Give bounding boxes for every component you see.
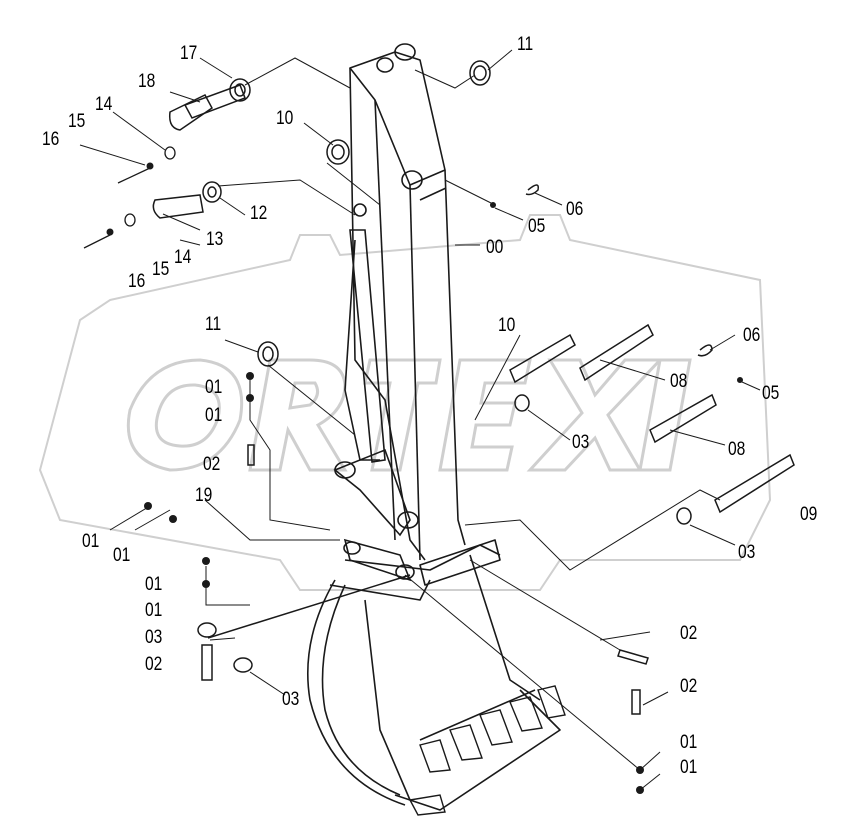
callout-01: 01 [205,405,223,426]
callout-16: 16 [42,129,60,150]
leader-lines [79,49,761,791]
callout-02: 02 [680,623,698,644]
callout-19: 19 [195,485,213,506]
callout-10: 11 [205,314,222,335]
bucket-cylinder [344,229,386,463]
callout-01: 01 [82,531,100,552]
link-assembly [333,448,419,582]
bucket-body [307,539,561,811]
boom-arm [349,43,466,561]
callout-07: 08 [728,439,746,460]
callout-18: 18 [138,71,156,92]
callout-09: 10 [498,315,516,336]
callout-03: 03 [282,689,300,710]
callout-02: 02 [145,654,163,675]
callout-00: 00 [486,237,504,258]
callout-03: 03 [572,432,590,453]
callout-17: 17 [180,43,198,64]
callout-11: 11 [517,34,534,55]
callout-01: 01 [145,574,163,595]
callout-03: 03 [738,542,756,563]
callout-10: 10 [276,108,294,129]
callout-08: 09 [800,504,818,525]
callout-01: 01 [680,732,698,753]
callout-16: 16 [128,271,146,292]
callout-01: 01 [680,757,698,778]
callout-01: 01 [205,377,223,398]
callout-02: 02 [680,676,698,697]
callout-01: 01 [113,545,131,566]
callout-03: 03 [145,627,163,648]
callout-01: 01 [145,600,163,621]
callout-02: 02 [203,454,221,475]
callout-05: 05 [528,216,546,237]
callout-14: 14 [95,94,113,115]
callout-14: 14 [174,247,192,268]
bucket-teeth [408,685,566,816]
callout-15: 15 [152,259,170,280]
washers-and-bolts [83,146,176,249]
watermark-gear [38,214,772,591]
callout-13: 13 [206,229,224,250]
callout-06: 06 [743,325,761,346]
callout-15: 15 [68,111,86,132]
watermark-lettering [126,358,692,472]
callout-06: 06 [566,199,584,220]
callout-12: 12 [250,203,268,224]
callout-05: 05 [762,383,780,404]
pins-and-bushings [152,60,795,715]
callout-08: 08 [670,371,688,392]
